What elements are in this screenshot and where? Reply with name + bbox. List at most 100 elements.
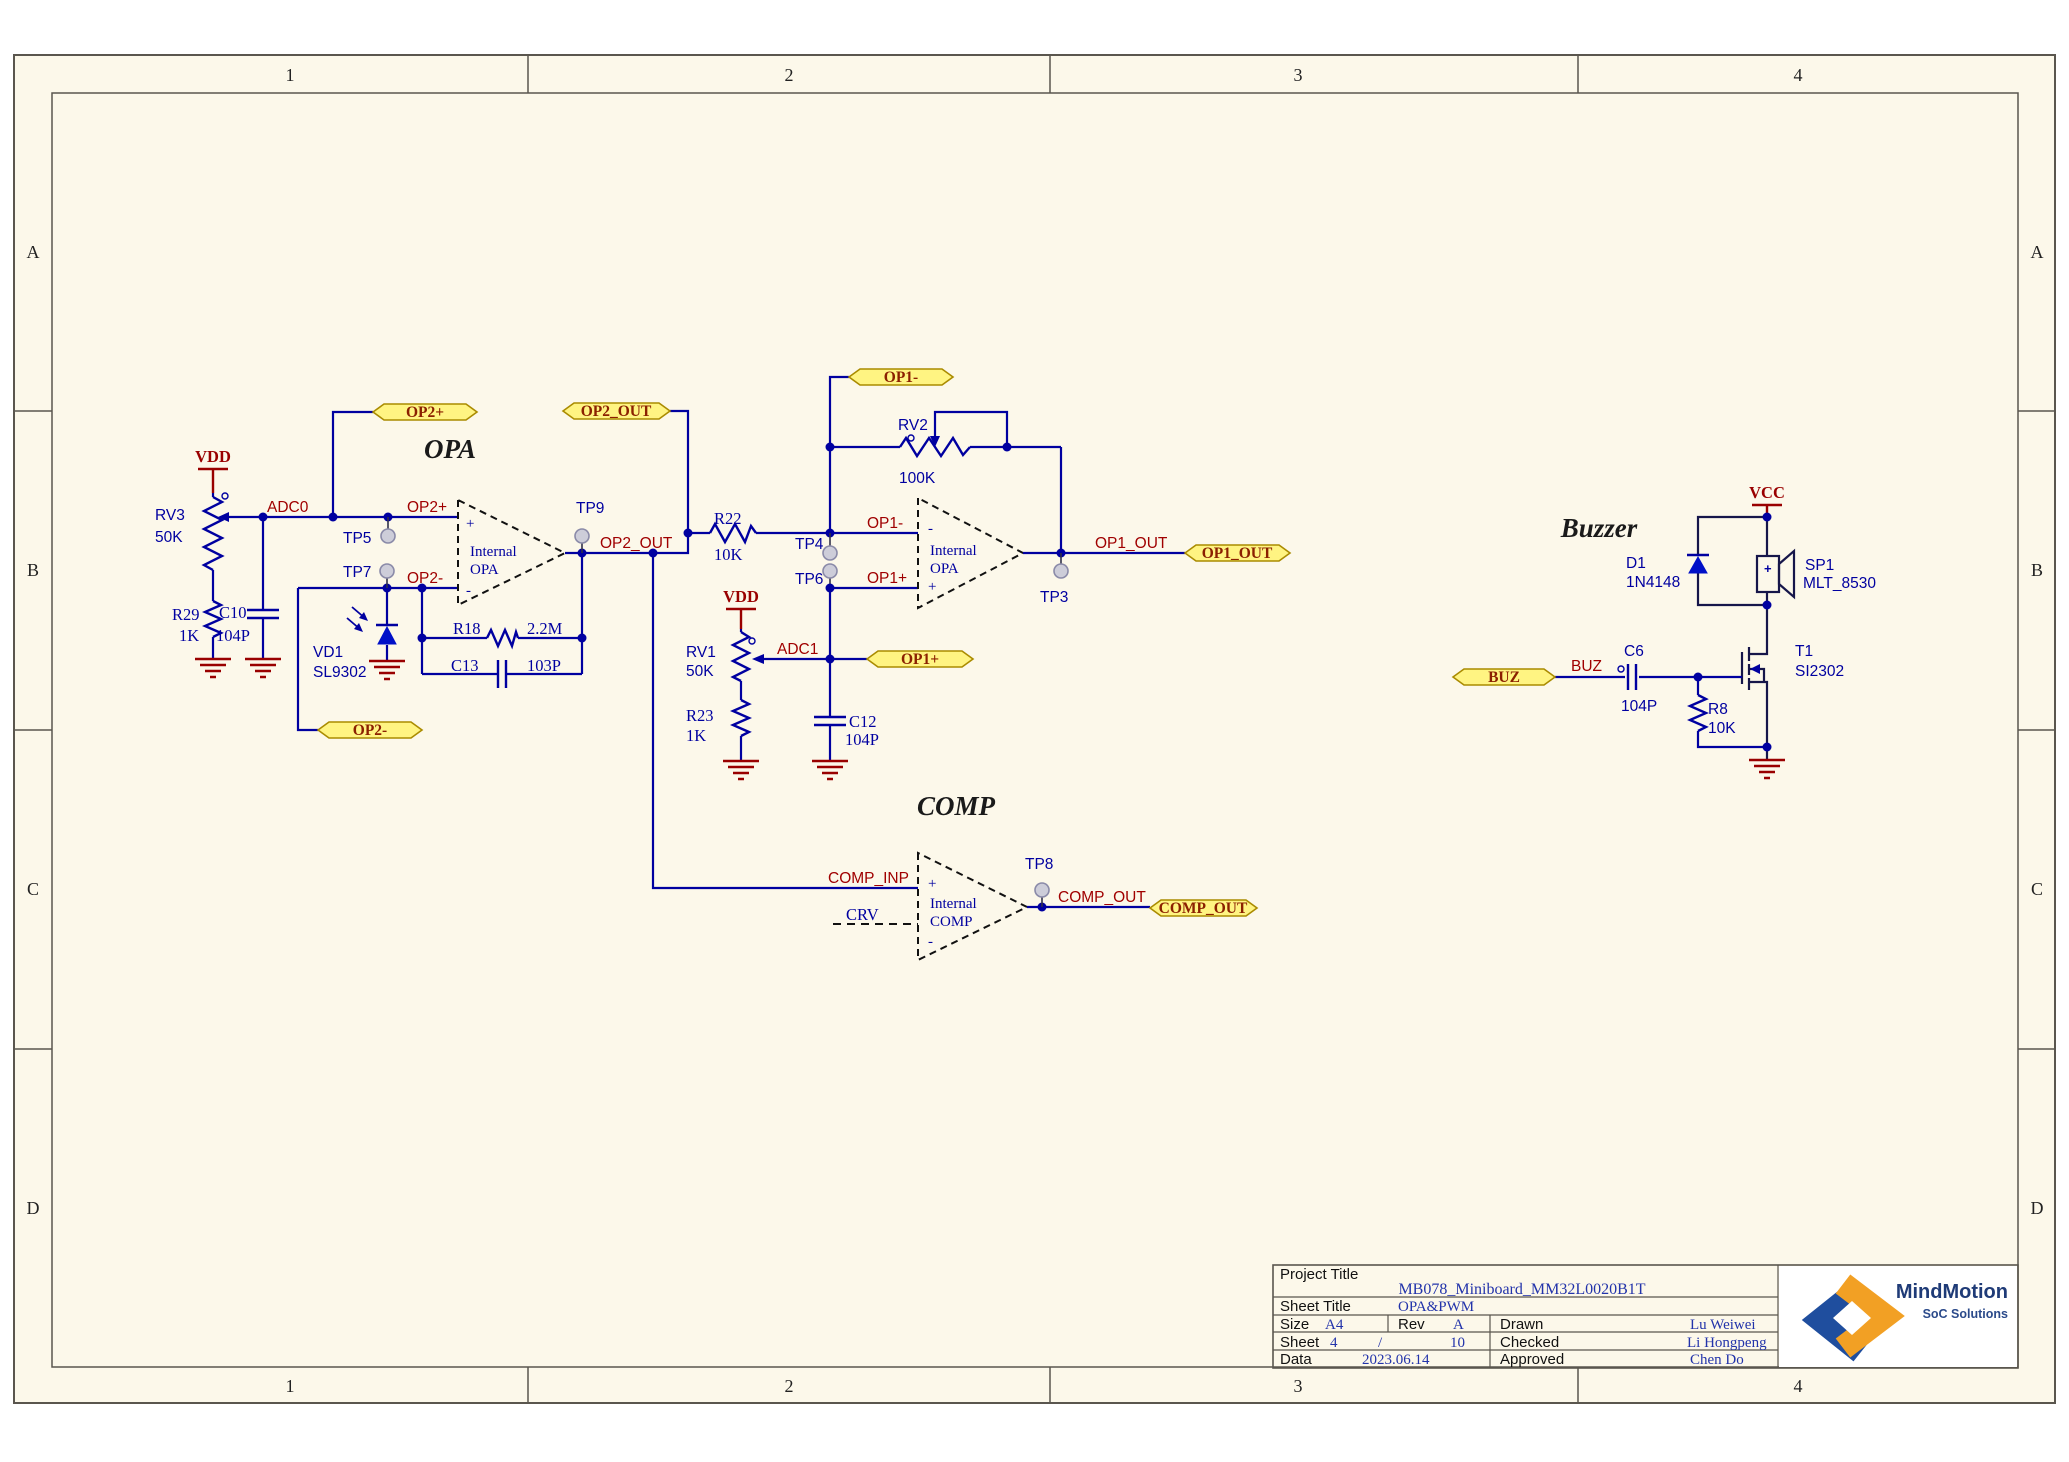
net-comp-out[interactable]: COMP_OUT [1027,889,1150,912]
r22-ref: R22 [714,509,742,528]
date-value: 2023.06.14 [1362,1352,1430,1368]
rev-value: A [1453,1317,1464,1333]
port-op1plus[interactable]: OP1+ [865,650,975,668]
sp1-ref: SP1 [1805,557,1834,574]
op2plus-net-label: OP2+ [407,499,447,516]
buzzer-section: Buzzer VCC D1 1N4148 + SP1 MLT_8530 [1451,483,1876,780]
mosfet-t1[interactable]: T1 SI2302 [1740,643,1844,690]
potentiometer-rv1[interactable]: RV1 50K [686,629,764,700]
capacitor-c12[interactable]: C12 104P [814,712,879,761]
op1out-net-label: OP1_OUT [1095,535,1168,552]
c6-pin1-marker [1617,665,1625,673]
net-op1plus[interactable]: OP1+ ADC1 [764,570,918,717]
sp1-value: MLT_8530 [1803,575,1876,592]
test-point-tp4[interactable]: TP4 [795,533,838,561]
comp-plus-sign: + [928,876,936,892]
sheet-title-value: OPA&PWM [1398,1299,1474,1315]
tp7-label: TP7 [343,564,371,581]
grid-col-top-1: 1 [286,65,295,85]
sheet-title-label: Sheet Title [1280,1298,1351,1315]
net-adc0-op2plus[interactable]: ADC0 OP2+ [228,410,458,522]
capacitor-c13[interactable]: C13 103P [422,553,584,688]
resistor-r29[interactable]: R29 1K [172,599,224,659]
grid-row-right-d: D [2031,1198,2044,1218]
test-point-tp3[interactable]: TP3 [1040,553,1069,606]
diode-d1[interactable]: D1 1N4148 [1626,553,1709,591]
port-op2out[interactable]: OP2_OUT [561,402,672,420]
grid-row-left-a: A [27,242,40,262]
buzzer-sp1[interactable]: + SP1 MLT_8530 [1755,548,1876,600]
potentiometer-rv2[interactable]: RV2 100K [830,410,1063,553]
c12-ref: C12 [849,712,877,731]
port-op2minus[interactable]: OP2- [316,721,424,739]
potentiometer-rv3[interactable]: RV3 50K [155,492,229,601]
buz-net-label: BUZ [1571,658,1602,675]
grid-row-labels: A B C D A B C D [27,242,2044,1218]
grid-row-left-b: B [27,560,39,580]
net-comp-inp[interactable]: COMP_INP [828,870,909,887]
capacitor-c10[interactable]: C10 104P [216,517,279,659]
rv3-value: 50K [155,529,183,546]
grid-row-right-c: C [2031,879,2043,899]
port-op2plus[interactable]: OP2+ [371,403,479,421]
net-op2minus[interactable]: OP2- [296,570,458,732]
resistor-r22[interactable]: R22 10K [688,509,830,564]
test-point-tp5[interactable]: TP5 [343,517,396,547]
opamp2-plus-sign: + [466,516,474,532]
r23-ref: R23 [686,706,714,725]
adc0-net-label: ADC0 [267,499,309,516]
grid-col-bottom-1: 1 [286,1376,295,1396]
test-point-tp6[interactable]: TP6 [795,563,838,588]
t1-ref: T1 [1795,643,1813,660]
power-vdd-left[interactable]: VDD [195,447,231,493]
resistor-r23[interactable]: R23 1K [686,698,752,761]
adc1-net-label: ADC1 [777,641,818,658]
opamp2-minus-sign: - [466,583,471,599]
net-op2out[interactable]: OP2_OUT [565,409,918,890]
vcc-label: VCC [1749,483,1785,502]
test-point-tp9[interactable]: TP9 [574,500,604,553]
comparator-internal-comp[interactable]: + Internal COMP - [917,851,1030,962]
capacitor-c6[interactable]: C6 104P BUZ [1555,643,1698,715]
opamp-internal-opa-1[interactable]: - Internal OPA + [917,496,1026,610]
power-vdd-middle[interactable]: VDD [723,587,759,629]
sheet-separator: / [1378,1335,1383,1351]
rv1-value: 50K [686,663,714,680]
c13-value: 103P [527,656,561,675]
port-op2out-label: OP2_OUT [581,403,652,420]
opamp1-minus-sign: - [928,521,933,537]
buzzer-wiring[interactable] [1696,512,1772,761]
c10-value: 104P [216,626,250,645]
resistor-r8[interactable]: R8 10K [1687,672,1767,749]
port-op1minus[interactable]: OP1- [847,368,955,386]
port-buz[interactable]: BUZ [1451,668,1557,686]
test-point-tp7[interactable]: TP7 [343,563,395,588]
comp-out-net-label: COMP_OUT [1058,889,1146,906]
net-op1out[interactable]: OP1_OUT [1023,535,1185,558]
opamp2-line1: Internal [470,544,517,560]
vd1-ref: VD1 [313,644,343,661]
drawn-label: Drawn [1500,1316,1543,1333]
photodiode-vd1[interactable]: VD1 SL9302 [313,588,398,681]
net-crv[interactable]: CRV [833,905,918,925]
grid-col-bottom-2: 2 [785,1376,794,1396]
checked-label: Checked [1500,1334,1559,1351]
op1plus-net-label: OP1+ [867,570,907,587]
sp1-plus-marker: + [1764,561,1772,576]
project-title-label: Project Title [1280,1266,1358,1283]
crv-net-label: CRV [846,905,879,924]
comp-line2: COMP [930,914,973,930]
test-point-tp8[interactable]: TP8 [1025,856,1053,907]
comp-section-title: COMP [917,791,996,821]
op2minus-net-label: OP2- [407,570,443,587]
port-comp-out[interactable]: COMP_OUT [1148,899,1259,917]
port-op1out[interactable]: OP1_OUT [1183,544,1292,562]
sheet-total: 10 [1450,1335,1465,1351]
opamp-internal-opa-2[interactable]: + Internal OPA - [457,498,568,607]
approved-value: Chen Do [1690,1352,1744,1368]
port-op2plus-label: OP2+ [406,404,444,421]
d1-value: 1N4148 [1626,574,1680,591]
grid-col-top-2: 2 [785,65,794,85]
resistor-r18[interactable]: R18 2.2M [417,588,587,674]
